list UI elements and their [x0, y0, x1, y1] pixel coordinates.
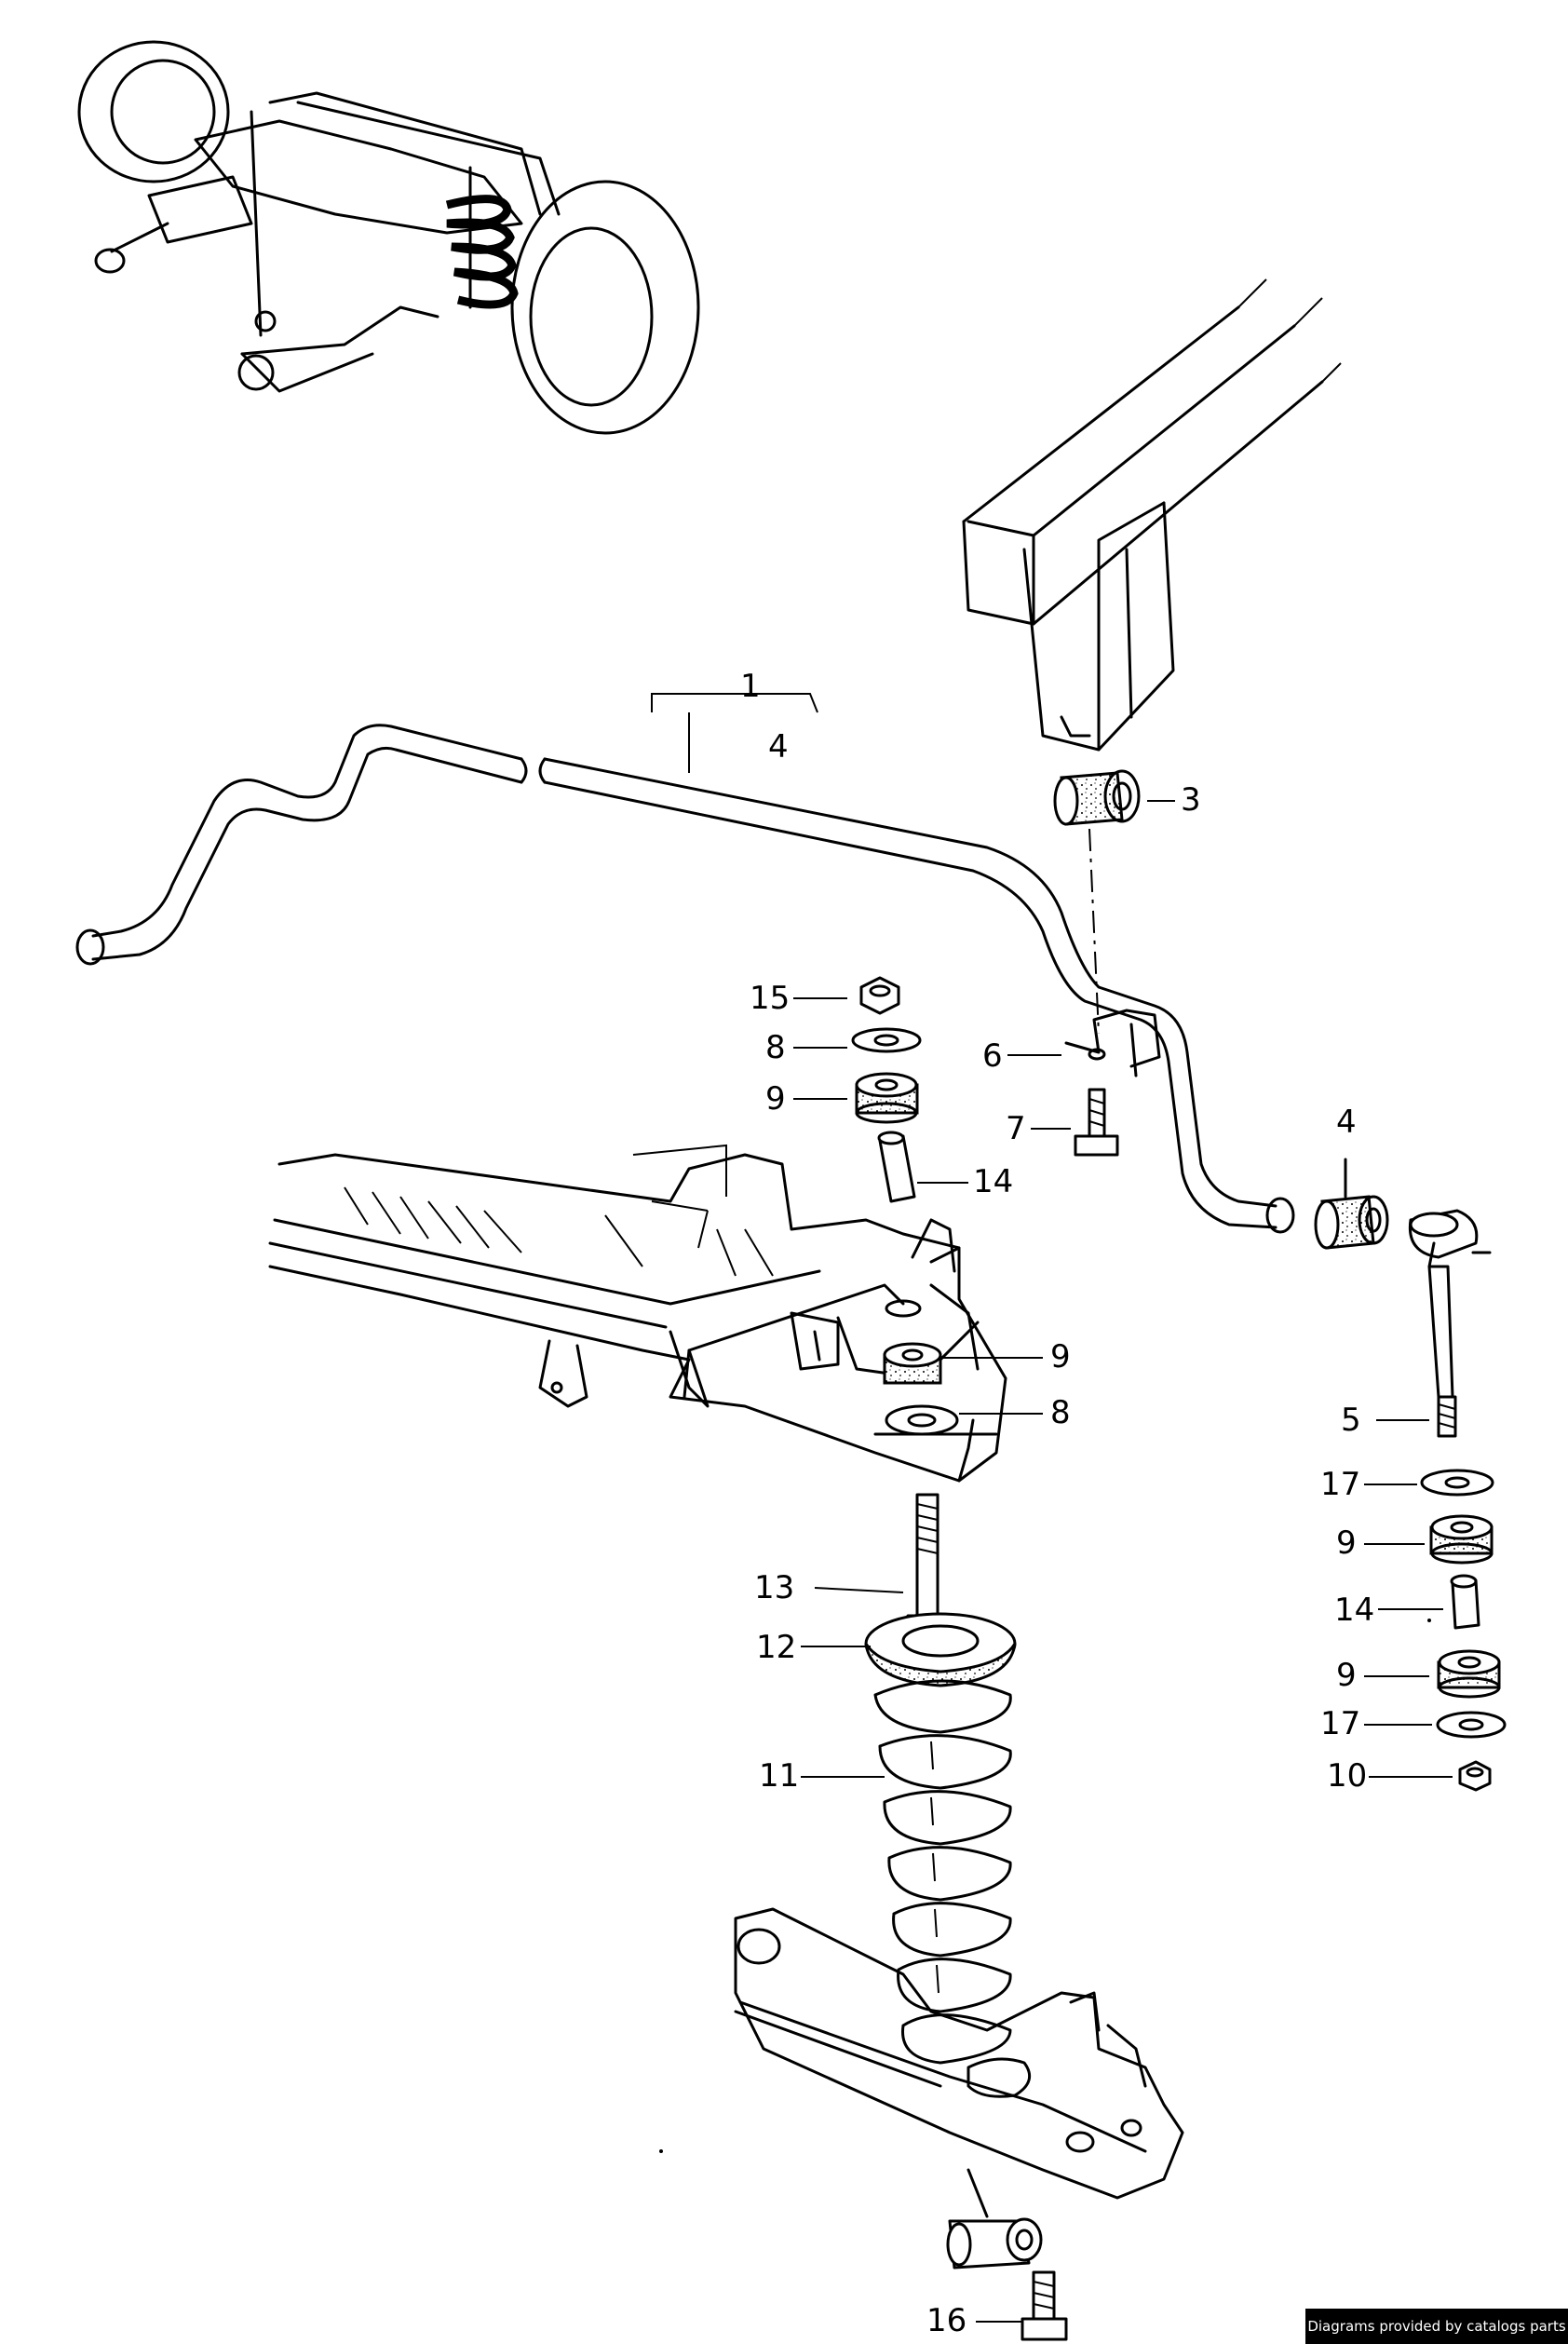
callout-8-crossmember: 8 — [1050, 1394, 1071, 1431]
callout-4-link: 4 — [1336, 1104, 1357, 1141]
callout-3: 3 — [1181, 781, 1201, 819]
callout-7: 7 — [1006, 1110, 1026, 1147]
bolt-7 — [1031, 1088, 1119, 1157]
callout-16: 16 — [926, 2302, 967, 2339]
inset-coil-spring — [445, 166, 519, 309]
bushing-3 — [1053, 769, 1175, 826]
credit-badge: Diagrams provided by catalogs parts — [1305, 2309, 1568, 2344]
stabilizer-link-assembly — [1314, 1158, 1507, 1792]
callout-9-link-lower: 9 — [1336, 1657, 1357, 1694]
callout-12: 12 — [756, 1629, 797, 1666]
callout-13: 13 — [754, 1569, 795, 1606]
stabilizer-bar — [75, 724, 1295, 1234]
bolt-16 — [976, 2270, 1068, 2341]
lower-control-arm — [734, 1907, 1184, 2269]
callout-17-upper: 17 — [1320, 1466, 1361, 1503]
crossmember — [268, 1144, 1007, 1483]
centerline — [1088, 828, 1100, 1035]
callout-8-upper: 8 — [765, 1029, 786, 1066]
coil-spring — [873, 1679, 1012, 2065]
callout-9-link-upper: 9 — [1336, 1524, 1357, 1562]
crossmember-bushing-9-washer-8 — [883, 1342, 1043, 1436]
callout-6: 6 — [982, 1037, 1003, 1075]
callout-bracket-1 — [651, 693, 818, 773]
callout-15: 15 — [750, 980, 791, 1017]
callout-9-upper: 9 — [765, 1080, 786, 1118]
callout-4-upper: 4 — [768, 728, 789, 766]
suspension-overview-inset — [77, 40, 700, 435]
callout-11: 11 — [759, 1757, 800, 1795]
callout-5: 5 — [1341, 1402, 1361, 1439]
spring-shock-assembly — [801, 1493, 1017, 2065]
callout-17-lower: 17 — [1320, 1705, 1361, 1742]
callout-14-link: 14 — [1334, 1592, 1375, 1629]
callout-1: 1 — [740, 668, 761, 705]
frame-rail — [962, 278, 1342, 752]
callout-10: 10 — [1327, 1757, 1368, 1795]
upper-hardware-stack — [793, 976, 968, 1203]
callout-9-crossmember: 9 — [1050, 1338, 1071, 1375]
callout-14-upper: 14 — [973, 1163, 1014, 1200]
clamp-6 — [1007, 1009, 1161, 1077]
